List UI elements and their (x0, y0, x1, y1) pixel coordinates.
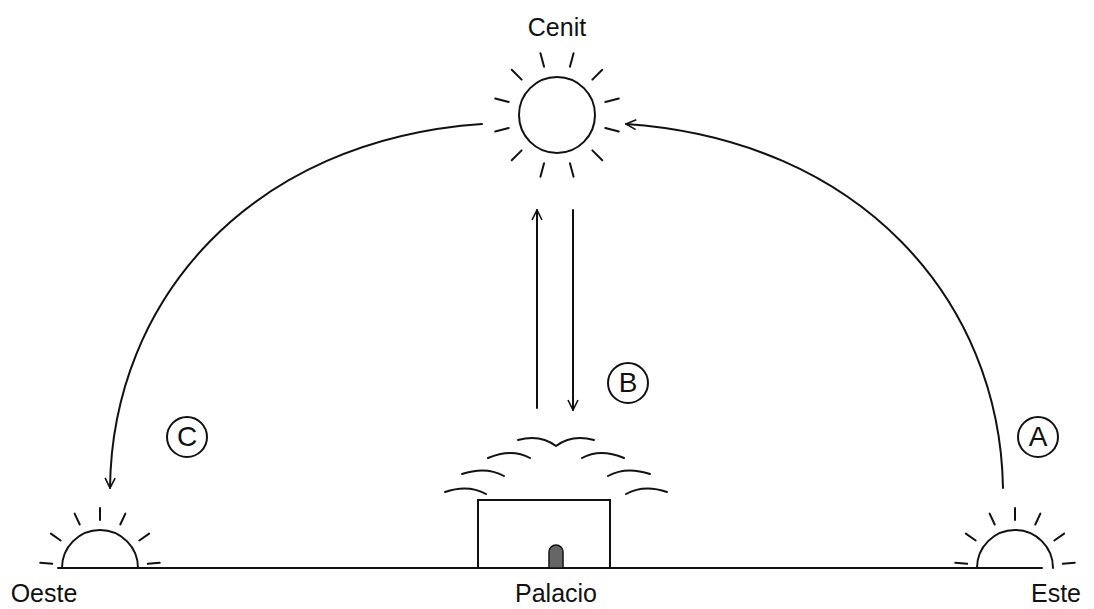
palace-building (478, 500, 610, 568)
sun-ray (1054, 534, 1064, 541)
sun-ray (592, 150, 602, 160)
sun-ray (966, 534, 976, 541)
sunset-arc-arrow (110, 124, 482, 488)
sun-ray (148, 563, 160, 564)
ascending-arrow (536, 210, 538, 408)
place-label: Palacio (515, 580, 597, 608)
setting-sun (62, 530, 138, 568)
sun-rays (495, 53, 619, 177)
sun-ray (605, 98, 619, 102)
sun-ray (51, 534, 61, 541)
descending-arrow (572, 210, 574, 410)
rising-sun (977, 530, 1053, 568)
sun-rays (40, 508, 160, 564)
callout-circle: B (607, 362, 649, 404)
zenith-label: Cenit (528, 14, 586, 42)
callout-letter: C (177, 423, 197, 451)
sun-ray (40, 563, 52, 564)
sun-ray (1014, 508, 1016, 520)
sun-ray (512, 150, 522, 160)
sun-ray (1035, 514, 1040, 525)
place-label: Este (1031, 580, 1081, 608)
sun-ray (570, 53, 574, 67)
sun-ray (99, 508, 101, 520)
callout-letter: A (1029, 423, 1048, 451)
sun-rays (955, 508, 1075, 564)
place-label: Oeste (11, 580, 78, 608)
sun-ray (75, 514, 80, 525)
sun-ray (540, 163, 544, 177)
sun-ray (955, 563, 967, 564)
palace-roof (445, 438, 667, 494)
sun-ray (990, 514, 995, 525)
sun-ray (495, 128, 509, 132)
label-holder: Cenit (528, 14, 586, 42)
zenith-sun (519, 77, 595, 153)
sun-ray (592, 70, 602, 80)
sun-ray (512, 70, 522, 80)
sun-ray (540, 53, 544, 67)
label-holder: Este (1031, 580, 1081, 608)
callout-letter: B (619, 369, 638, 397)
sun-ray (605, 128, 619, 132)
callout-circle: C (166, 416, 208, 458)
palace-door (549, 545, 563, 568)
callout-circle: A (1017, 416, 1059, 458)
sun-ray (1063, 563, 1075, 564)
sunrise-arc-arrow (626, 124, 1003, 488)
sun-ray (495, 98, 509, 102)
sun-ray (120, 514, 125, 525)
sun-ray (139, 534, 149, 541)
label-holder: Palacio (515, 580, 597, 608)
label-holder: Oeste (11, 580, 78, 608)
sun-ray (570, 163, 574, 177)
